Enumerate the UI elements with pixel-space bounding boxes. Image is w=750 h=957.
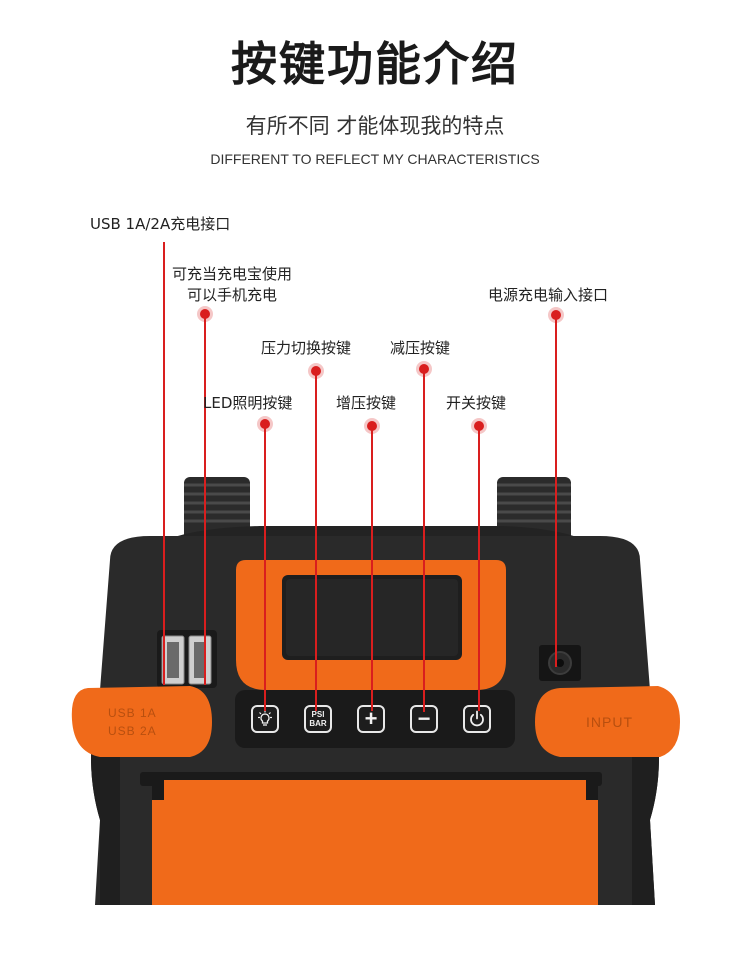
callout-dot-led: [260, 419, 270, 429]
label-led: LED照明按键: [203, 394, 293, 412]
page-title: 按键功能介绍: [231, 37, 519, 91]
label-increase: 增压按键: [336, 394, 397, 412]
callout-dot-increase: [367, 421, 377, 431]
callout-dot-decrease: [419, 364, 429, 374]
label-power-bank: 可充当充电宝使用 可以手机充电: [172, 264, 292, 306]
psi-bar-button[interactable]: PSI BAR: [304, 705, 332, 733]
power-button[interactable]: [463, 705, 491, 733]
subtitle-english: DIFFERENT TO REFLECT MY CHARACTERISTICS: [210, 151, 540, 167]
callout-line-power-bank: [204, 314, 206, 685]
callout-line-decrease: [423, 369, 425, 712]
callout-line-increase: [371, 426, 373, 711]
callout-dot-input: [551, 310, 561, 320]
usb-cover-label: USB 1A USB 2A: [108, 704, 157, 740]
callout-dot-power: [474, 421, 484, 431]
callout-line-pressure-switch: [315, 371, 317, 711]
psi-label: PSI: [311, 710, 325, 719]
callout-line-usb: [163, 242, 165, 685]
callout-line-power: [478, 426, 480, 711]
callout-dot-power-bank: [200, 309, 210, 319]
subtitle: 有所不同 才能体现我的特点: [245, 114, 505, 138]
minus-icon: −: [417, 706, 431, 731]
label-decrease: 减压按键: [390, 339, 451, 357]
plus-icon: +: [364, 706, 378, 731]
label-usb-port: USB 1A/2A充电接口: [90, 215, 231, 233]
callout-line-led: [264, 424, 266, 711]
input-cover-label: INPUT: [586, 714, 633, 730]
label-power-input: 电源充电输入接口: [488, 286, 609, 304]
label-power-bank-line2: 可以手机充电: [187, 286, 278, 304]
usb-cover-line2: USB 2A: [108, 724, 157, 738]
callout-dot-pressure-switch: [311, 366, 321, 376]
bulb-icon: [258, 710, 272, 726]
label-pressure-switch: 压力切换按键: [261, 339, 352, 357]
callout-line-input: [555, 315, 557, 667]
usb-cover-line1: USB 1A: [108, 706, 157, 720]
bar-label: BAR: [309, 719, 327, 728]
label-power: 开关按键: [446, 394, 507, 412]
power-icon: [470, 710, 484, 727]
label-power-bank-line1: 可充当充电宝使用: [172, 265, 293, 283]
